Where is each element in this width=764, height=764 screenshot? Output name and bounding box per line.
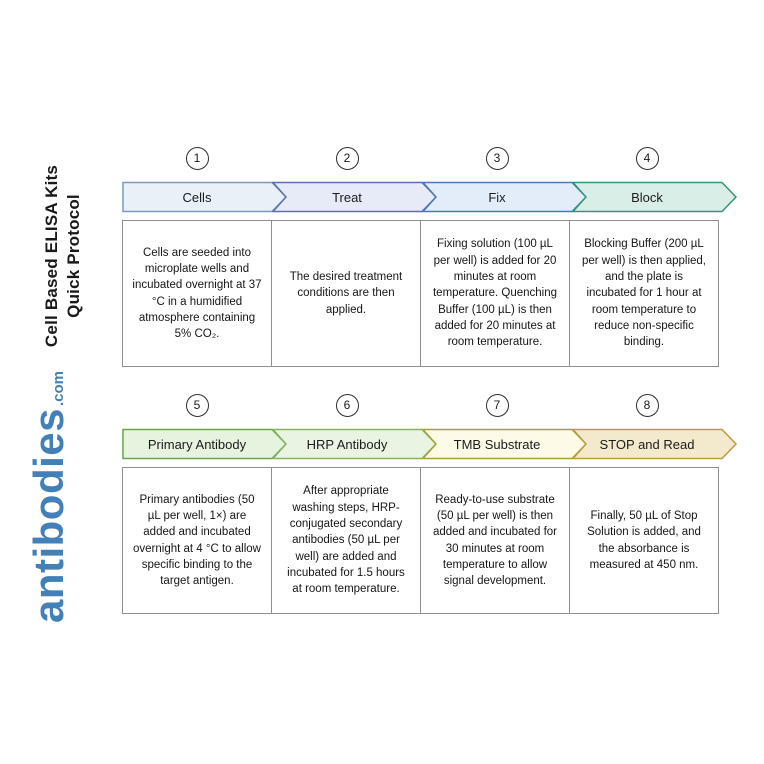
step-banner: Cells xyxy=(122,181,288,213)
step-banners-row: Primary Antibody HRP Antibody TMB Substr… xyxy=(122,428,738,460)
step-banner-label: Fix xyxy=(488,189,506,205)
step-banner-label: Treat xyxy=(332,189,362,205)
step-number-badge: 1 xyxy=(185,146,209,170)
step-description: Primary antibodies (50 µL per well, 1×) … xyxy=(122,467,272,614)
step-number-badge: 7 xyxy=(485,393,509,417)
step-number-badge: 5 xyxy=(185,393,209,417)
step-banners-row: Cells Treat Fix Block xyxy=(122,181,738,213)
protocol-row-2: 5 6 7 8 Primary Antibody HRP Antibody TM… xyxy=(122,393,738,614)
step-description: Cells are seeded into microplate wells a… xyxy=(122,220,272,367)
brand-logo: antibodies .com xyxy=(25,364,89,630)
brand-logo-text: antibodies xyxy=(25,408,72,624)
step-arrow-shape xyxy=(572,428,738,460)
page-title: Cell Based ELISA Kits Quick Protocol xyxy=(40,151,86,361)
step-description: Blocking Buffer (200 µL per well) is the… xyxy=(569,220,719,367)
step-description: The desired treatment conditions are the… xyxy=(271,220,421,367)
step-banner-label: HRP Antibody xyxy=(306,436,388,452)
chevron-arrow-icon xyxy=(572,428,738,460)
step-number-badge: 4 xyxy=(635,146,659,170)
step-banner-label: Primary Antibody xyxy=(147,436,247,452)
page-title-line2: Quick Protocol xyxy=(64,194,83,318)
step-number-badge: 2 xyxy=(335,146,359,170)
brand-logo-suffix: .com xyxy=(50,370,67,406)
step-banner: HRP Antibody xyxy=(272,428,438,460)
step-banner: Fix xyxy=(422,181,588,213)
protocol-row-1: 1 2 3 4 Cells Treat Fix Block xyxy=(122,146,738,367)
step-banner-label: STOP and Read xyxy=(599,436,695,452)
step-banner: Primary Antibody xyxy=(122,428,288,460)
step-banner-label: Block xyxy=(631,189,663,205)
step-number-badge: 6 xyxy=(335,393,359,417)
step-arrow-shape xyxy=(572,181,738,213)
step-banner: STOP and Read xyxy=(572,428,738,460)
step-banner-label: Cells xyxy=(182,189,212,205)
step-numbers-row: 5 6 7 8 xyxy=(122,393,726,417)
step-descriptions-row: Cells are seeded into microplate wells a… xyxy=(122,220,726,367)
step-description: Fixing solution (100 µL per well) is add… xyxy=(420,220,570,367)
page-title-line1: Cell Based ELISA Kits xyxy=(41,164,61,348)
step-descriptions-row: Primary antibodies (50 µL per well, 1×) … xyxy=(122,467,726,614)
step-number-badge: 3 xyxy=(485,146,509,170)
step-numbers-row: 1 2 3 4 xyxy=(122,146,726,170)
chevron-arrow-icon xyxy=(572,181,738,213)
step-banner: TMB Substrate xyxy=(422,428,588,460)
step-description: Finally, 50 µL of Stop Solution is added… xyxy=(569,467,719,614)
step-banner: Treat xyxy=(272,181,438,213)
step-banner-label: TMB Substrate xyxy=(453,436,541,452)
step-description: Ready-to-use substrate (50 µL per well) … xyxy=(420,467,570,614)
step-description: After appropriate washing steps, HRP-con… xyxy=(271,467,421,614)
step-number-badge: 8 xyxy=(635,393,659,417)
step-banner: Block xyxy=(572,181,738,213)
